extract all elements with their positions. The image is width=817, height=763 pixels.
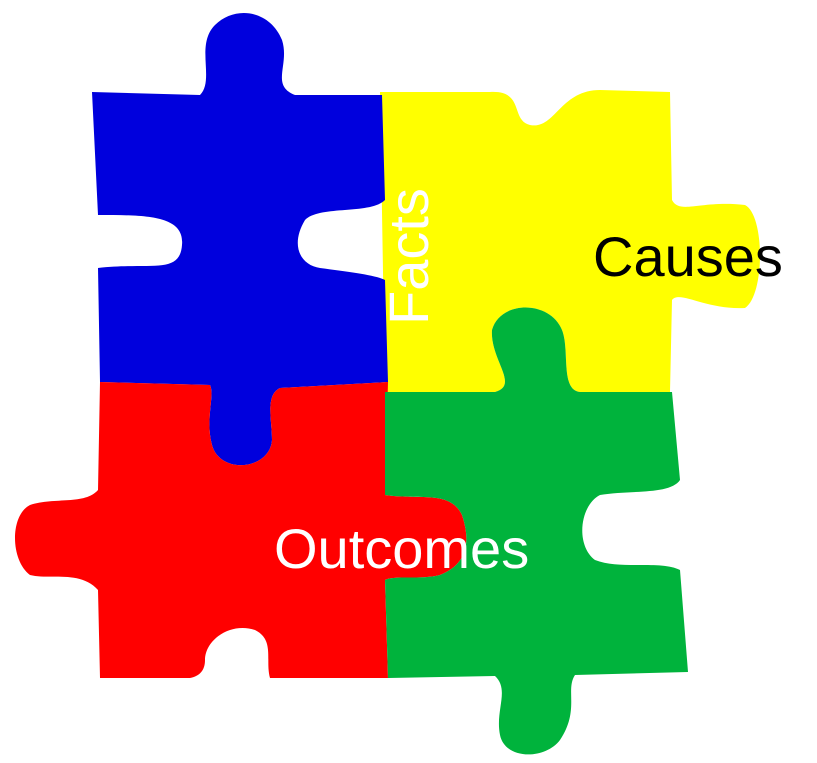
blue-puzzle-piece [92, 13, 388, 466]
yellow-puzzle-piece [380, 90, 760, 392]
causes-label: Causes [593, 225, 783, 288]
red-puzzle-piece [15, 382, 467, 678]
outcomes-label: Outcomes [274, 517, 529, 580]
facts-label: Facts [377, 188, 440, 325]
green-puzzle-piece [385, 307, 688, 755]
